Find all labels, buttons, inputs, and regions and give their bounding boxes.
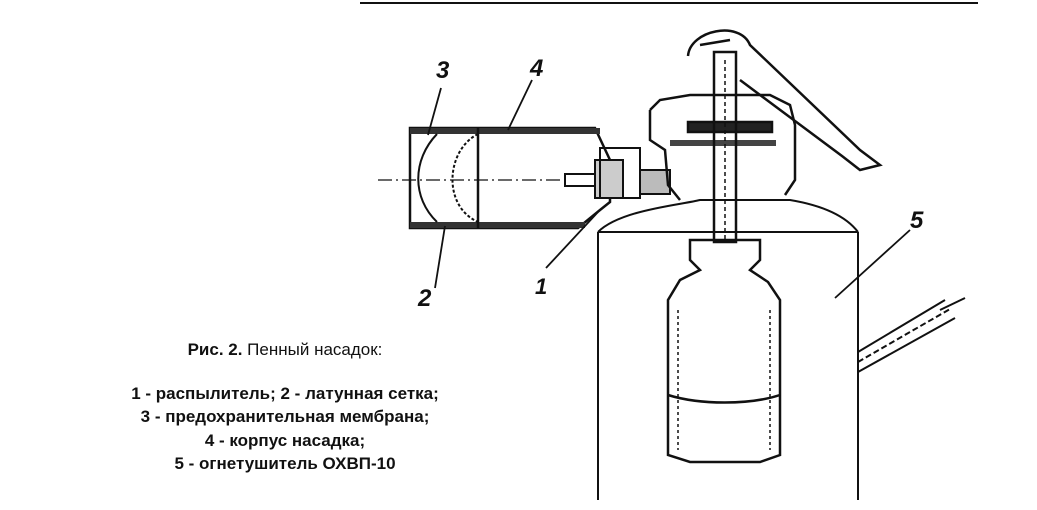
callout-3: 3: [436, 57, 450, 84]
side-pipe: [857, 297, 966, 373]
extinguisher-head: [648, 93, 797, 201]
central-stem: [712, 50, 738, 244]
sprayer: [564, 147, 671, 199]
leader-lines: [427, 79, 911, 299]
caption-item-2: 3 - предохранительная мембрана;: [140, 407, 430, 426]
callout-2: 2: [417, 285, 432, 312]
caption-title-text: Пенный насадок:: [242, 340, 383, 359]
callout-1: 1: [535, 274, 547, 299]
caption-title: Рис. 2. Пенный насадок:: [60, 338, 510, 362]
extinguisher-body: [597, 199, 859, 500]
figure-caption: Рис. 2. Пенный насадок: 1 - распылитель;…: [60, 338, 510, 476]
caption-item-3: 4 - корпус насадка;: [204, 430, 366, 450]
inner-cartridge: [666, 238, 782, 464]
caption-title-prefix: Рис. 2.: [187, 340, 243, 359]
lever-handle: [686, 29, 883, 172]
caption-item-4: 5 - огнетушитель ОХВП-10: [174, 454, 396, 473]
callout-4: 4: [529, 55, 543, 82]
callout-5: 5: [910, 207, 924, 234]
caption-item-1: 1 - распылитель; 2 - латунная сетка;: [131, 383, 439, 403]
nozzle-body: [408, 126, 612, 230]
protective-membrane: [417, 133, 438, 223]
brass-mesh: [451, 133, 479, 223]
